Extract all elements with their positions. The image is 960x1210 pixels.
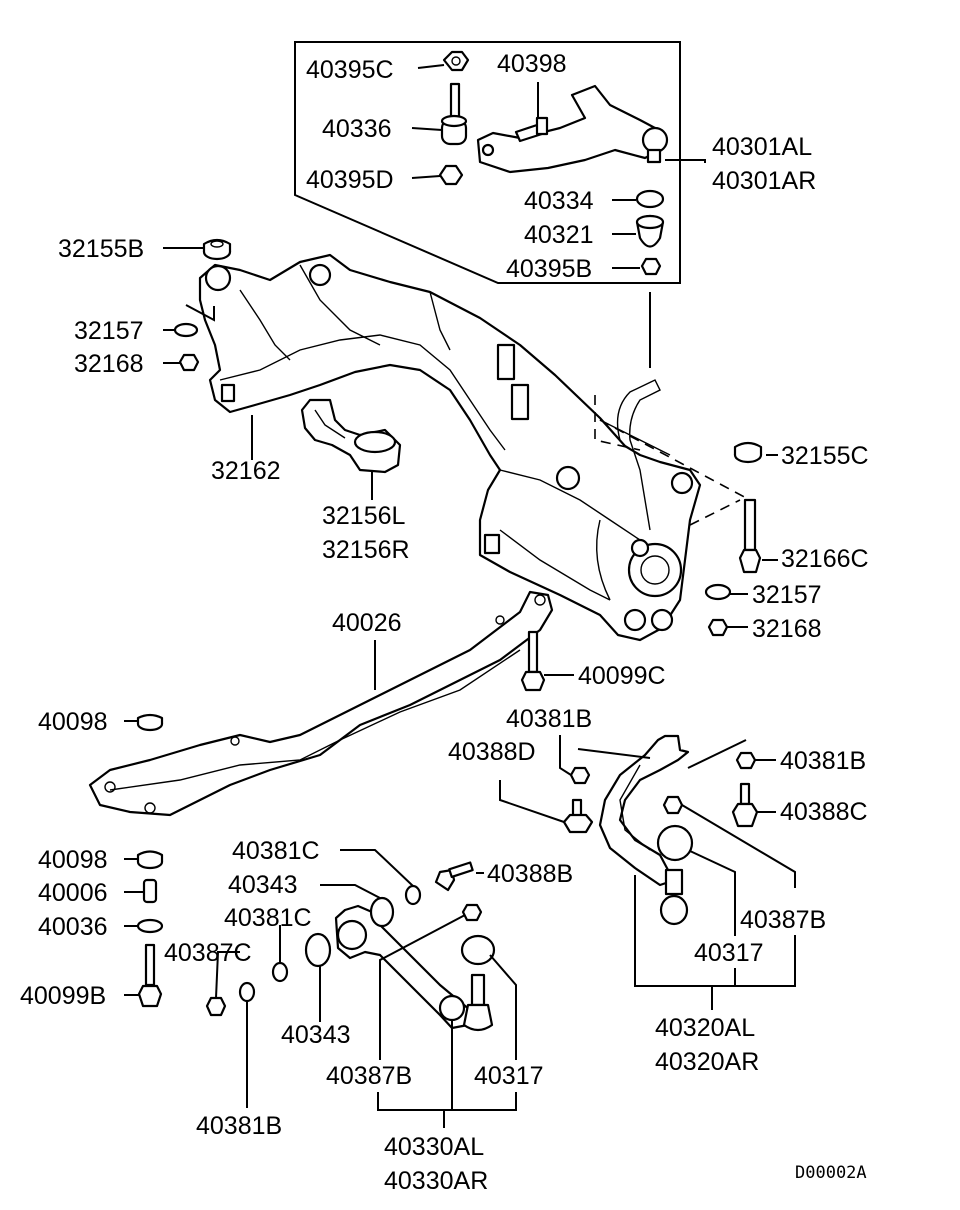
nut-40395D [438,164,464,186]
label-40381B-top: 40381B [506,705,592,733]
label-40336: 40336 [322,115,392,143]
label-40321: 40321 [524,221,594,249]
label-40395B: 40395B [506,255,592,283]
washer-40343-bottom [304,932,332,968]
ring-40334 [635,189,665,209]
nut-40395C [442,50,470,72]
label-40398: 40398 [497,50,567,78]
washer-32157-right [704,583,732,601]
washer-40343-top [369,896,395,928]
upper-control-arm [476,84,669,174]
bolt-40398 [514,116,549,143]
label-40301AR: 40301AR [712,167,816,195]
label-40320AL: 40320AL [655,1014,755,1042]
label-32155B: 32155B [58,235,144,263]
label-40387B-right: 40387B [740,906,826,934]
label-40388C: 40388C [780,798,868,826]
label-40343-bottom: 40343 [281,1021,351,1049]
label-40388D: 40388D [448,738,536,766]
label-40395C: 40395C [306,56,394,84]
label-40334: 40334 [524,187,594,215]
bushing-32155C [733,441,763,464]
label-32156L: 32156L [322,502,406,530]
label-40381C-top: 40381C [232,837,320,865]
bolt-32166C [738,498,762,574]
washer-40381B-bottom [238,981,256,1003]
label-40330AL: 40330AL [384,1133,484,1161]
label-40036: 40036 [38,913,108,941]
label-32168-left: 32168 [74,350,144,378]
bushing-40098-top [136,713,164,732]
nut-40395B [640,257,662,276]
label-40330AR: 40330AR [384,1167,488,1195]
nut-40381B-top [569,766,591,785]
washer-32157-left [173,322,199,338]
label-40317-right: 40317 [694,939,764,967]
nut-32168-left [178,353,200,372]
label-40387C: 40387C [164,939,252,967]
crossmember-32162 [198,253,702,642]
label-32156R: 32156R [322,536,410,564]
leader-lines [124,64,796,1128]
label-40381C-mid: 40381C [224,904,312,932]
label-40026: 40026 [332,609,402,637]
bolt-40388B [434,861,474,892]
nut-40387B-right [662,795,684,815]
bracket-arm-line [616,379,661,531]
nut-40387B-bottom [461,903,483,922]
washer-40381C-top [404,884,422,906]
bolt-40099C [520,630,546,692]
label-40395D: 40395D [306,166,394,194]
lower-arm-40330 [334,904,472,1030]
label-32166C: 32166C [781,545,869,573]
bushing-32155B [202,238,232,261]
label-40320AR: 40320AR [655,1048,759,1076]
washer-40036 [136,918,164,934]
label-40387B-bottom: 40387B [326,1062,412,1090]
diagram-code: D00002A [795,1163,867,1183]
lower-arm-40320 [598,734,694,926]
upper-arm-inset-frame [294,41,681,284]
ball-joint-40317-bottom [460,934,496,1032]
nut-40381B-right [735,751,757,770]
label-32157-right: 32157 [752,581,822,609]
label-40099B: 40099B [20,982,106,1010]
label-32168-right: 32168 [752,615,822,643]
bushing-40098-bottom [136,850,164,870]
bolt-40099B [137,943,163,1008]
label-40388B: 40388B [487,860,573,888]
label-40098-bottom: 40098 [38,846,108,874]
bolt-40388C [731,782,759,828]
ball-joint-boot-40321 [635,214,665,248]
mount-32156 [300,398,402,474]
label-40343-top: 40343 [228,871,298,899]
label-32162: 32162 [211,457,281,485]
nut-40387C [205,996,227,1017]
label-40381B-bottom: 40381B [196,1112,282,1140]
collar-40006 [142,878,158,904]
label-40098-top: 40098 [38,708,108,736]
label-40006: 40006 [38,879,108,907]
label-32157-left: 32157 [74,317,144,345]
bolt-40388D [562,798,594,834]
bushing-40336 [440,82,468,146]
part-number-labels: 40395C 40398 40336 40395D 40301AL 40301A… [20,50,869,1195]
washer-40381C-mid [271,961,289,983]
label-40317-bottom: 40317 [474,1062,544,1090]
nut-32168-right [707,618,729,637]
member-40026 [88,590,554,817]
label-40301AL: 40301AL [712,133,812,161]
label-32155C: 32155C [781,442,869,470]
label-40099C: 40099C [578,662,666,690]
label-40381B-right: 40381B [780,747,866,775]
